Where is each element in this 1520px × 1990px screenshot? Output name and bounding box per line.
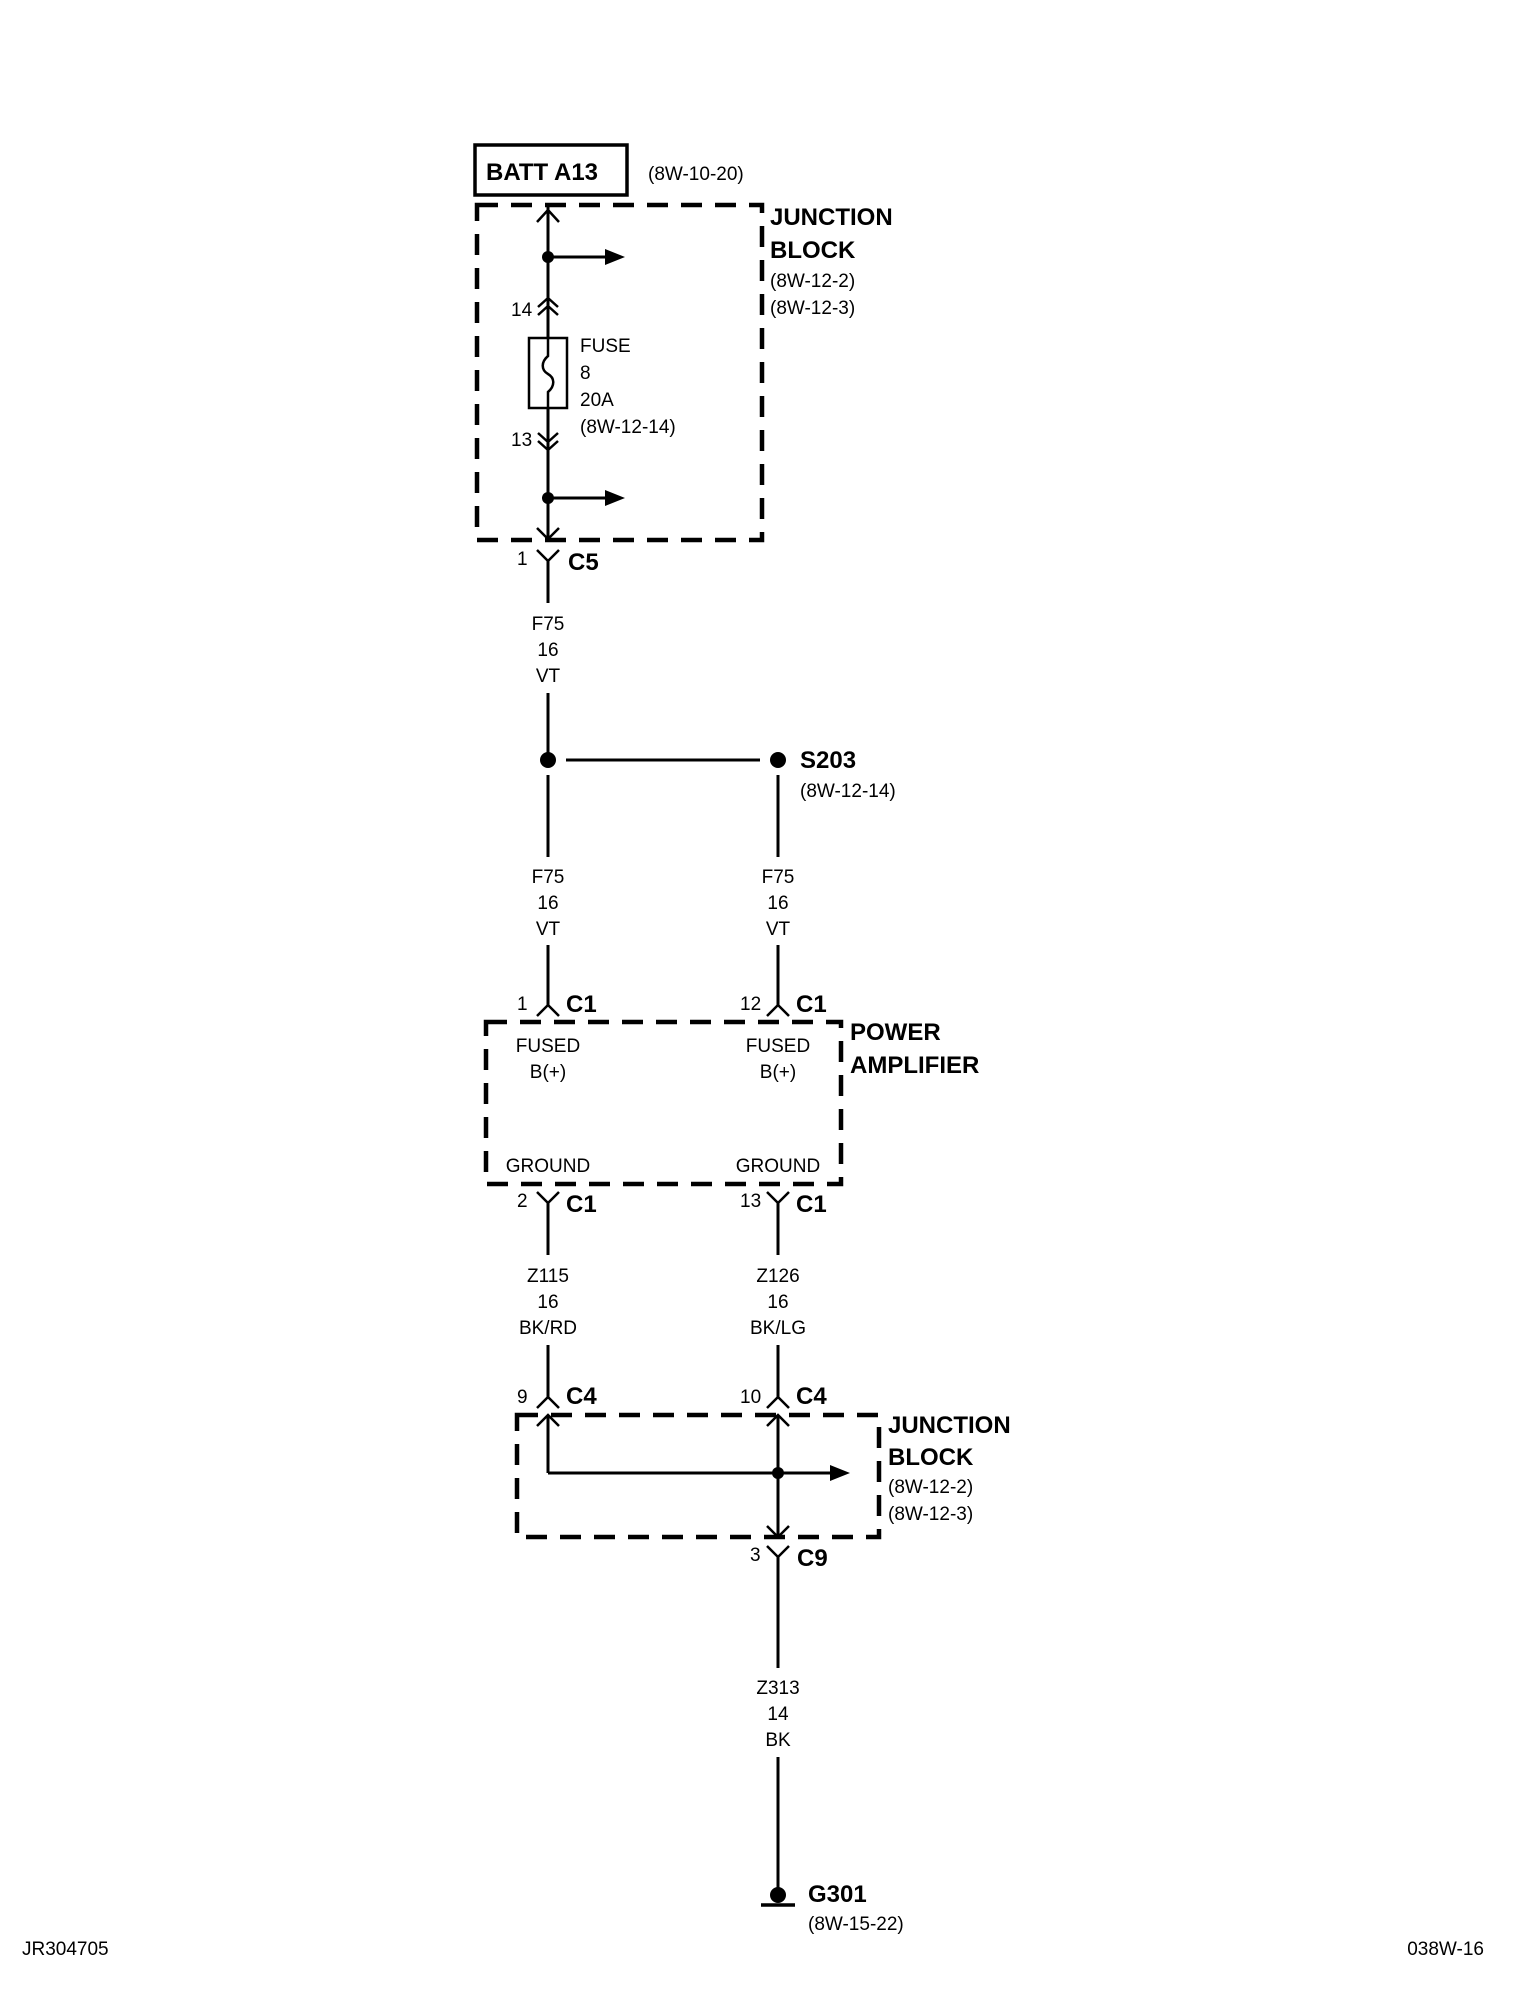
fuse-pin-out: 13 bbox=[511, 430, 532, 451]
ground-dot bbox=[770, 1887, 786, 1903]
c4-right-connector-icon bbox=[766, 1395, 790, 1409]
fuse-pin14-chevron-a bbox=[537, 296, 559, 308]
c5-name: C5 bbox=[568, 549, 599, 576]
amp-title2: AMPLIFIER bbox=[850, 1052, 979, 1079]
amp-in-left-pin: 1 bbox=[517, 994, 528, 1015]
wire-z115-circuit: Z115 bbox=[527, 1266, 569, 1287]
jb-top-entry-chevron bbox=[536, 208, 560, 223]
c4-right-name: C4 bbox=[796, 1383, 827, 1410]
jb-bottom-exit-chevron bbox=[766, 1525, 790, 1539]
jb-top-title2: BLOCK bbox=[770, 237, 856, 264]
fuse-line4: (8W-12-14) bbox=[580, 417, 676, 438]
amp-right-fused2: B(+) bbox=[760, 1062, 796, 1083]
fuse-pin13-chevron-a bbox=[537, 432, 559, 444]
jb-top-upper-arrow-icon bbox=[605, 249, 625, 265]
wire-z313-circuit: Z313 bbox=[756, 1678, 799, 1699]
jb-bottom-title1: JUNCTION bbox=[888, 1412, 1011, 1439]
amp-left-ground: GROUND bbox=[506, 1156, 590, 1177]
jb-bottom-arrow-icon bbox=[830, 1465, 850, 1481]
wire-f75-a-gauge: 16 bbox=[537, 640, 558, 661]
batt-label: BATT A13 bbox=[486, 159, 598, 186]
fuse-pin-in: 14 bbox=[511, 300, 533, 321]
footer-left-code: JR304705 bbox=[22, 1939, 109, 1960]
wire-z313-gauge: 14 bbox=[767, 1704, 789, 1725]
wire-f75-c-circuit: F75 bbox=[762, 867, 795, 888]
splice-left-dot bbox=[540, 752, 556, 768]
batt-ref: (8W-10-20) bbox=[648, 164, 744, 185]
amp-out-left-connector-icon bbox=[536, 1191, 560, 1205]
jb-bottom-ref1: (8W-12-2) bbox=[888, 1477, 973, 1498]
ground-ref: (8W-15-22) bbox=[808, 1914, 904, 1935]
wire-f75-b-gauge: 16 bbox=[537, 893, 558, 914]
wire-f75-b-circuit: F75 bbox=[532, 867, 565, 888]
c5-pin: 1 bbox=[517, 549, 528, 570]
splice-ref: (8W-12-14) bbox=[800, 781, 896, 802]
wire-f75-b-color: VT bbox=[536, 919, 561, 940]
jb-bottom-title2: BLOCK bbox=[888, 1444, 974, 1471]
fuse-pin14-chevron-b bbox=[537, 304, 559, 316]
wire-f75-a-color: VT bbox=[536, 666, 561, 687]
wire-z115-gauge: 16 bbox=[537, 1292, 558, 1313]
wire-z115-color: BK/RD bbox=[519, 1318, 577, 1339]
c5-connector-icon bbox=[536, 549, 560, 563]
wire-z126-circuit: Z126 bbox=[756, 1266, 799, 1287]
amp-out-right-pin: 13 bbox=[740, 1191, 761, 1212]
c9-name: C9 bbox=[797, 1545, 828, 1572]
power-amplifier-outline bbox=[483, 1019, 844, 1187]
jb-top-lower-arrow-icon bbox=[605, 490, 625, 506]
amp-in-left-name: C1 bbox=[566, 991, 597, 1018]
amp-in-right-pin: 12 bbox=[740, 994, 761, 1015]
batt-box bbox=[473, 143, 629, 197]
wire-z126-gauge: 16 bbox=[767, 1292, 788, 1313]
fuse-line3: 20A bbox=[580, 390, 614, 411]
ground-name: G301 bbox=[808, 1881, 867, 1908]
wire-z313-color: BK bbox=[765, 1730, 791, 1751]
fuse-element-icon bbox=[541, 338, 555, 408]
jb-bottom-junction-dot bbox=[772, 1467, 784, 1479]
wire-f75-c-gauge: 16 bbox=[767, 893, 788, 914]
jb-top-ref1: (8W-12-2) bbox=[770, 271, 855, 292]
amp-out-left-name: C1 bbox=[566, 1191, 597, 1218]
amp-in-right-connector-icon bbox=[766, 1003, 790, 1017]
amp-in-left-connector-icon bbox=[536, 1003, 560, 1017]
fuse-line1: FUSE bbox=[580, 336, 631, 357]
amp-out-right-name: C1 bbox=[796, 1191, 827, 1218]
jb-top-ref2: (8W-12-3) bbox=[770, 298, 855, 319]
c4-left-pin: 9 bbox=[517, 1387, 528, 1408]
amp-left-fused1: FUSED bbox=[516, 1036, 580, 1057]
wire-f75-a-circuit: F75 bbox=[532, 614, 565, 635]
c9-connector-icon bbox=[766, 1545, 790, 1559]
c4-left-connector-icon bbox=[536, 1395, 560, 1409]
amp-right-ground: GROUND bbox=[736, 1156, 820, 1177]
wire-f75-c-color: VT bbox=[766, 919, 791, 940]
fuse-line2: 8 bbox=[580, 363, 591, 384]
splice-s203-dot bbox=[770, 752, 786, 768]
fuse-pin13-chevron-b bbox=[537, 440, 559, 452]
jb-bottom-ref2: (8W-12-3) bbox=[888, 1504, 973, 1525]
amp-out-left-pin: 2 bbox=[517, 1191, 528, 1212]
amp-left-fused2: B(+) bbox=[530, 1062, 566, 1083]
jb-top-exit-chevron bbox=[536, 527, 560, 541]
amp-in-right-name: C1 bbox=[796, 991, 827, 1018]
jb-top-title1: JUNCTION bbox=[770, 204, 893, 231]
wire-z126-color: BK/LG bbox=[750, 1318, 806, 1339]
splice-name: S203 bbox=[800, 747, 856, 774]
junction-block-top-outline bbox=[474, 202, 765, 543]
c9-pin: 3 bbox=[750, 1545, 761, 1566]
amp-out-right-connector-icon bbox=[766, 1191, 790, 1205]
junction-block-bottom-outline bbox=[514, 1412, 882, 1540]
c4-left-name: C4 bbox=[566, 1383, 597, 1410]
amp-title1: POWER bbox=[850, 1019, 941, 1046]
c4-right-pin: 10 bbox=[740, 1387, 761, 1408]
footer-right-code: 038W-16 bbox=[1407, 1939, 1484, 1960]
amp-right-fused1: FUSED bbox=[746, 1036, 810, 1057]
